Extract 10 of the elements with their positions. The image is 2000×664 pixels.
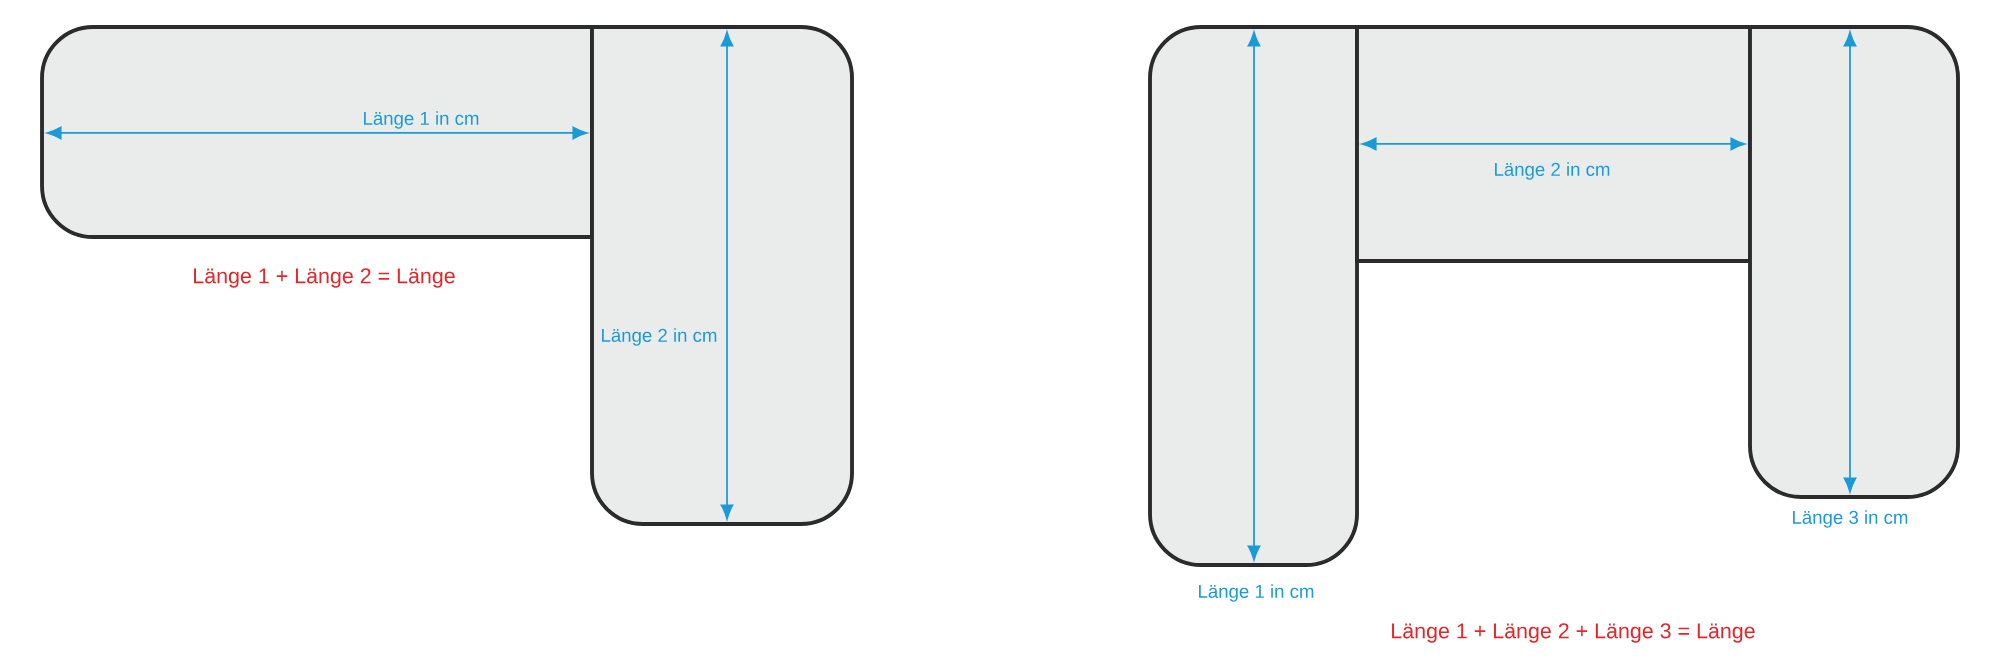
sofa-segment (1748, 25, 1960, 499)
dimension-label: Länge 1 in cm (1199, 584, 1314, 602)
dimension-label: Länge 2 in cm (602, 328, 717, 346)
sofa-segment (590, 25, 854, 526)
formula-note: Länge 1 + Länge 2 = Länge (194, 268, 455, 288)
formula-note: Länge 1 + Länge 2 + Länge 3 = Länge (1392, 623, 1755, 643)
sofa-segment (1148, 25, 1359, 567)
dimension-label: Länge 2 in cm (1495, 162, 1610, 180)
dimension-label: Länge 3 in cm (1793, 510, 1908, 528)
dimension-label: Länge 1 in cm (364, 111, 479, 129)
